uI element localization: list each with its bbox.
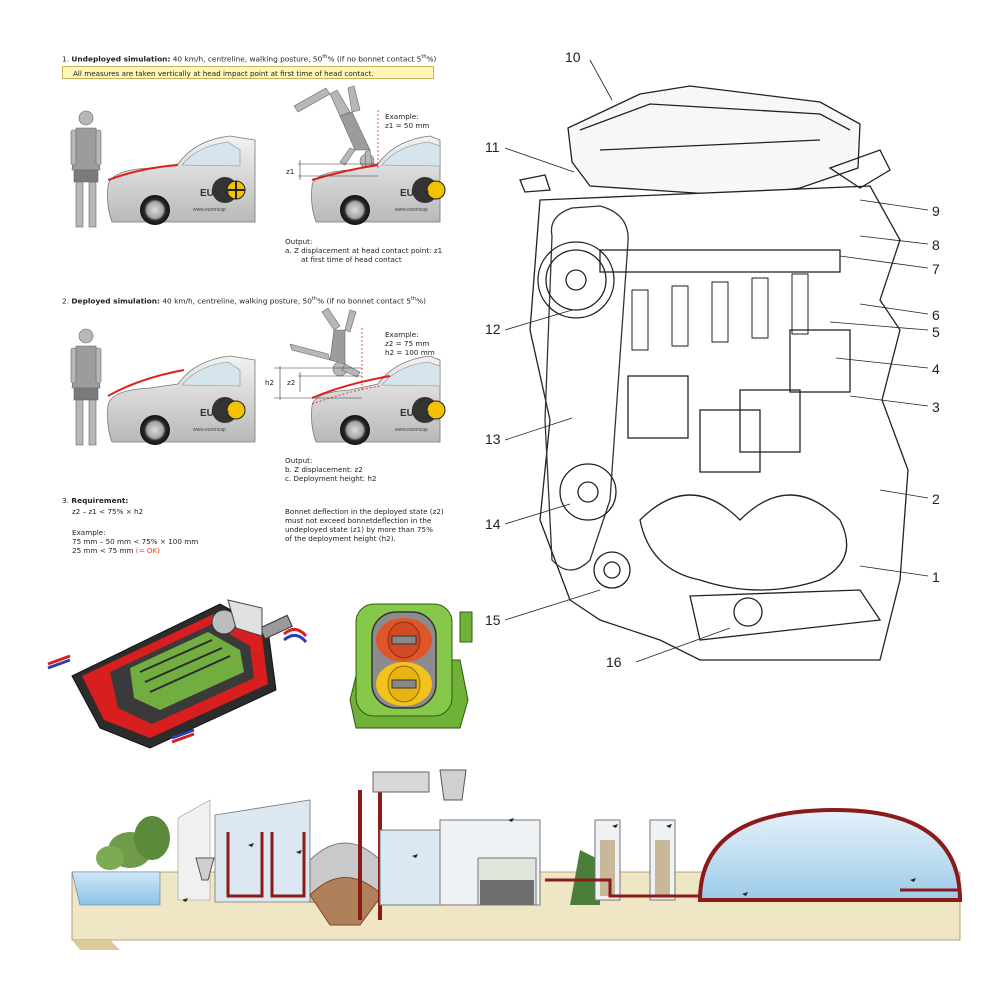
car-deployed-impact: EURO www.euroncap — [311, 355, 446, 445]
engine-callout-7: 7 — [932, 261, 940, 277]
example3-line2: 25 mm < 75 mm (= OK) — [72, 546, 161, 555]
svg-text:www.euroncap: www.euroncap — [193, 207, 226, 213]
example3-line1: 75 mm – 50 mm < 75% × 100 mm — [72, 537, 199, 546]
engine-callout-4: 4 — [932, 361, 940, 377]
example2-z2: z2 = 75 mm — [385, 339, 430, 348]
engine-callout-9: 9 — [932, 203, 940, 219]
pedestrian-impact-1 — [293, 85, 375, 169]
example2-label: Example: — [385, 330, 419, 339]
explain-line1: Bonnet deflection in the deployed state … — [285, 507, 444, 516]
engine-callout-1: 1 — [932, 569, 940, 585]
svg-text:www.euroncap: www.euroncap — [395, 207, 428, 213]
z1-dim-label: z1 — [286, 167, 295, 176]
engine-callout-13: 13 — [485, 431, 501, 447]
svg-text:EURO: EURO — [400, 188, 429, 199]
engine-callout-10: 10 — [565, 49, 581, 65]
explain-line2: must not exceed bonnetdeflection in the — [285, 516, 432, 525]
treatment-plant-section — [71, 769, 963, 950]
svg-text:EURO: EURO — [200, 188, 229, 199]
engine-callout-12: 12 — [485, 321, 501, 337]
pedestrian-standing-1 — [70, 110, 102, 228]
car-undeployed-1: EURO www.euroncap — [107, 135, 256, 225]
hydraulic-pump-cutaway — [47, 599, 308, 749]
engine-callout-8: 8 — [932, 237, 940, 253]
section2-heading: 2. Deployed simulation: 40 km/h, centrel… — [62, 296, 427, 306]
engine-callout-5: 5 — [932, 324, 940, 340]
car-deployed-2: EURO www.euroncap — [107, 355, 256, 445]
ok-result: (= OK) — [135, 546, 161, 555]
example3-label: Example: — [72, 528, 106, 537]
engine-leader-lines — [504, 59, 929, 663]
requirement-formula: z2 – z1 < 75% × h2 — [72, 507, 144, 516]
pedestrian-standing-2 — [70, 328, 102, 446]
engine-callout-15: 15 — [485, 612, 501, 628]
z2-dim-label: z2 — [287, 378, 296, 387]
engine-callout-16: 16 — [606, 654, 622, 670]
section1-heading: 1. Undeployed simulation: 40 km/h, centr… — [62, 54, 437, 64]
engine-callout-11: 11 — [485, 139, 500, 155]
explain-line3: undeployed state (z1) by more than 75% — [285, 525, 433, 534]
engine-callout-14: 14 — [485, 516, 501, 532]
example1-z1: z1 = 50 mm — [385, 121, 430, 130]
output1-label: Output: — [285, 237, 313, 246]
svg-text:www.euroncap: www.euroncap — [395, 427, 428, 433]
svg-text:www.euroncap: www.euroncap — [193, 427, 226, 433]
engine-callout-3: 3 — [932, 399, 940, 415]
pedestrian-impact-2 — [289, 307, 361, 378]
rotary-lobe-pump — [349, 603, 473, 729]
output2-b: b. Z displacement: z2 — [285, 465, 363, 474]
engine-callout-6: 6 — [932, 307, 940, 323]
svg-text:EURO: EURO — [400, 408, 429, 419]
engine-cutaway — [519, 85, 909, 661]
output2-label: Output: — [285, 456, 313, 465]
output1-a: a. Z displacement at head contact point:… — [285, 246, 443, 255]
h2-dim-label: h2 — [265, 378, 275, 387]
svg-text:EURO: EURO — [200, 408, 229, 419]
output1-a2: at first time of head contact — [301, 255, 402, 264]
car-undeployed-impact: EURO www.euroncap — [311, 135, 446, 225]
engine-callout-2: 2 — [932, 491, 940, 507]
measurement-note: All measures are taken vertically at hea… — [62, 66, 434, 79]
explain-line4: of the deployment height (h2). — [285, 534, 396, 543]
example1-label: Example: — [385, 112, 419, 121]
section3-heading: 3. Requirement: — [62, 496, 129, 505]
h2-z2-arrows — [279, 366, 301, 400]
output2-c: c. Deployment height: h2 — [285, 474, 377, 483]
example2-h2: h2 = 100 mm — [385, 348, 435, 357]
